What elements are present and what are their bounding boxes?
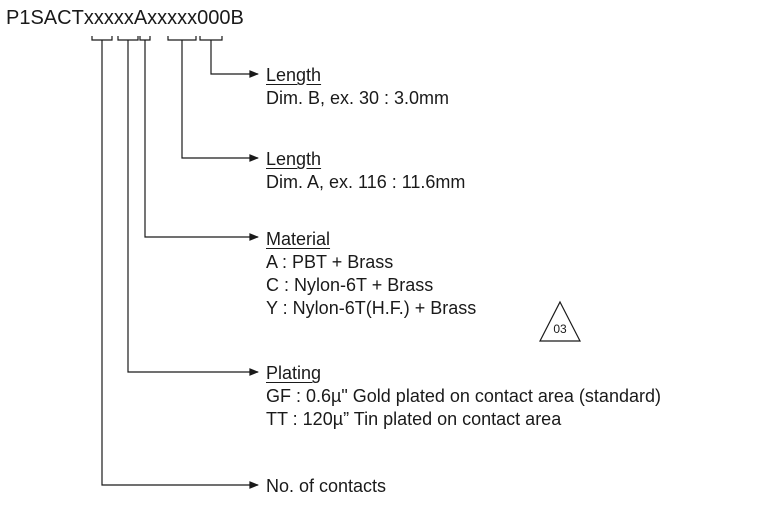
pn-dim-b-code: xx [177, 7, 198, 29]
leader-contacts [101, 40, 259, 489]
material-option-c: C : Nylon-6T + Brass [266, 275, 434, 295]
material-option-y: Y : Nylon-6T(H.F.) + Brass [266, 298, 477, 318]
material-heading: Material [266, 229, 331, 249]
field-length-b: Length Dim. B, ex. 30 : 3.0mm [266, 64, 449, 110]
length-a-desc: Dim. A, ex. 116 : 11.6mm [266, 172, 466, 192]
leader-material [144, 40, 259, 241]
revision-mark: 03 [553, 322, 567, 336]
pn-dim-a-code: xxx [147, 7, 178, 29]
pn-contacts-code: xx [83, 7, 104, 29]
plating-option-tt: TT : 120µ” Tin plated on contact area [266, 409, 562, 429]
leader-length-a [181, 40, 259, 162]
length-b-heading: Length [266, 65, 322, 85]
leader-plating [127, 40, 259, 376]
plating-option-gf: GF : 0.6µ" Gold plated on contact area (… [266, 386, 661, 406]
bracket-dim-b [199, 36, 223, 41]
material-option-a: A : PBT + Brass [266, 252, 394, 272]
pn-plating-code: xx [103, 7, 124, 29]
bracket-material [139, 36, 151, 41]
pn-suffix: 000B [197, 7, 244, 29]
length-b-desc: Dim. B, ex. 30 : 3.0mm [266, 88, 450, 108]
field-contacts: No. of contacts [266, 475, 386, 498]
contacts-heading: No. of contacts [266, 476, 387, 496]
revision-triangle-icon [539, 300, 581, 342]
plating-heading: Plating [266, 363, 322, 383]
field-material: Material A : PBT + Brass C : Nylon-6T + … [266, 228, 476, 320]
bracket-plating [117, 36, 139, 41]
length-a-heading: Length [266, 149, 322, 169]
bracket-contacts [91, 36, 113, 41]
part-number: P1SACTxxxxxAxxxxx000B [6, 7, 244, 30]
bracket-dim-a [167, 36, 197, 41]
pn-material-code: x [123, 7, 134, 29]
leader-length-b [210, 40, 259, 78]
field-plating: Plating GF : 0.6µ" Gold plated on contac… [266, 362, 661, 431]
pn-prefix: P1SACT [6, 7, 84, 29]
field-length-a: Length Dim. A, ex. 116 : 11.6mm [266, 148, 465, 194]
pn-separator: A [133, 7, 148, 29]
